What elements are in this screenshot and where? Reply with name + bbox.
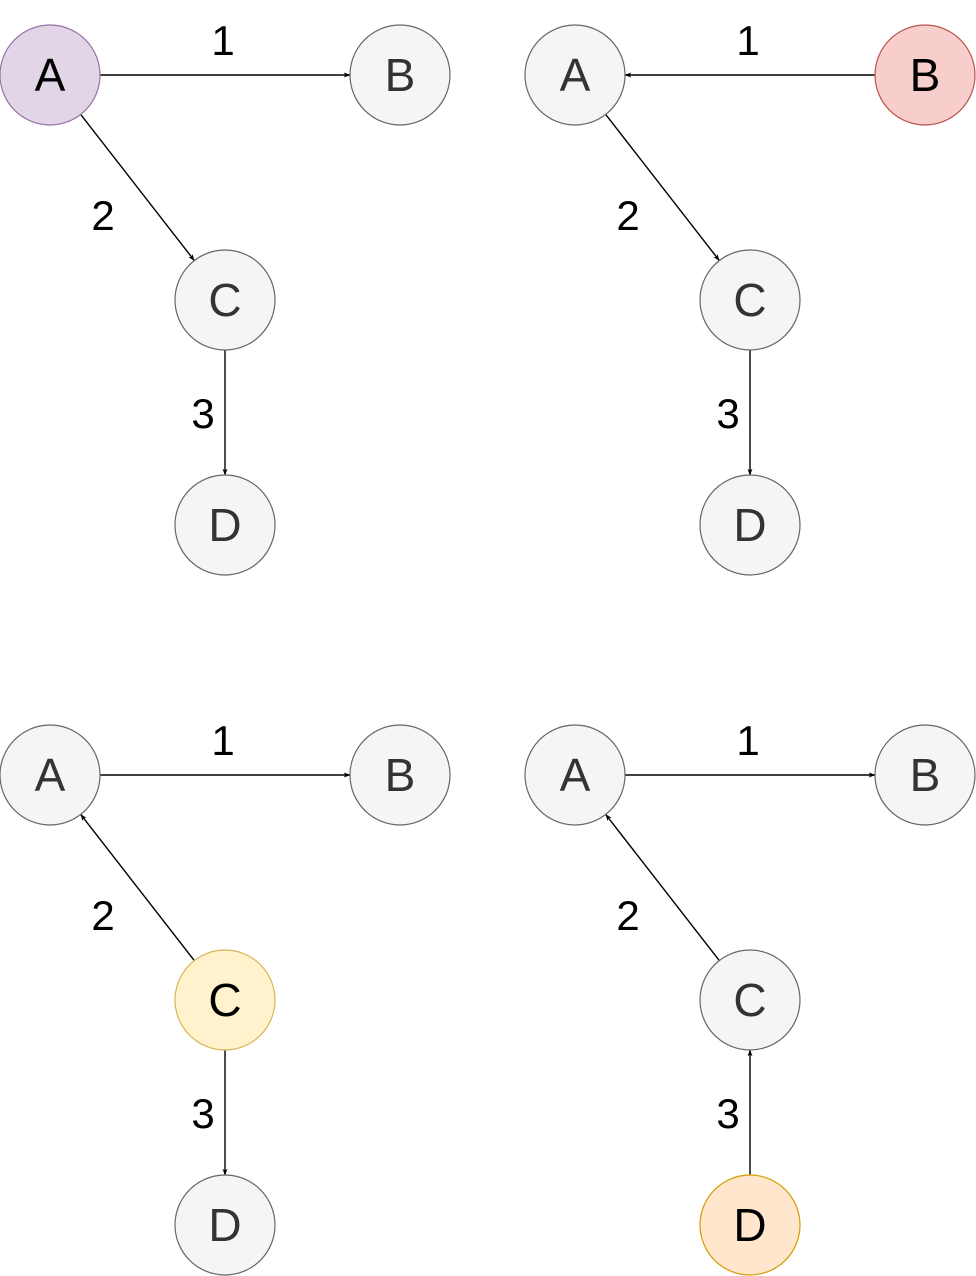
node-a: A bbox=[0, 724, 101, 826]
panel-2: 1 2 3 A B C D bbox=[524, 16, 976, 576]
node-d: D bbox=[174, 474, 276, 576]
node-circle bbox=[699, 949, 801, 1051]
node-label: A bbox=[35, 49, 66, 101]
node-circle bbox=[0, 24, 101, 126]
node-circle bbox=[174, 1174, 276, 1276]
node-circle bbox=[174, 474, 276, 576]
node-circle bbox=[699, 474, 801, 576]
edge-weight-label: 1 bbox=[736, 717, 759, 764]
edge-label-background bbox=[614, 191, 642, 239]
node-b: B bbox=[874, 724, 976, 826]
edge-weight-label: 3 bbox=[191, 390, 214, 437]
node-c: C bbox=[174, 249, 276, 351]
node-a: A bbox=[524, 24, 626, 126]
node-circle bbox=[174, 249, 276, 351]
edge-weight-label: 2 bbox=[616, 192, 639, 239]
node-b: B bbox=[349, 724, 451, 826]
edge-weight-label: 3 bbox=[716, 1090, 739, 1137]
node-label: B bbox=[385, 749, 416, 801]
panel-1: 1 2 3 A B C D bbox=[0, 16, 451, 576]
edge-label-background bbox=[714, 1089, 742, 1137]
node-label: D bbox=[733, 1199, 766, 1251]
edge-weight-label: 3 bbox=[716, 390, 739, 437]
node-a: A bbox=[524, 724, 626, 826]
node-label: B bbox=[910, 49, 941, 101]
edge-label-background bbox=[734, 716, 762, 764]
node-label: D bbox=[208, 1199, 241, 1251]
node-a: A bbox=[0, 24, 101, 126]
node-label: D bbox=[208, 499, 241, 551]
edge-label-background bbox=[209, 16, 237, 64]
edge-label-background bbox=[89, 191, 117, 239]
node-c: C bbox=[699, 249, 801, 351]
edge-c-to-a bbox=[80, 813, 195, 961]
panel-3: 1 2 3 A B C D bbox=[0, 716, 451, 1276]
node-c: C bbox=[174, 949, 276, 1051]
node-circle bbox=[874, 24, 976, 126]
node-circle bbox=[524, 24, 626, 126]
edge-a-to-c bbox=[605, 114, 720, 262]
node-circle bbox=[524, 724, 626, 826]
node-label: A bbox=[560, 49, 591, 101]
edge-a-to-c bbox=[80, 114, 195, 262]
node-b: B bbox=[874, 24, 976, 126]
edge-label-background bbox=[189, 389, 217, 437]
node-circle bbox=[699, 1174, 801, 1276]
edge-weight-label: 2 bbox=[91, 192, 114, 239]
node-label: B bbox=[910, 749, 941, 801]
node-circle bbox=[699, 249, 801, 351]
edge-weight-label: 1 bbox=[211, 717, 234, 764]
node-d: D bbox=[699, 1174, 801, 1276]
edge-weight-label: 3 bbox=[191, 1090, 214, 1137]
node-circle bbox=[349, 24, 451, 126]
edge-c-to-a bbox=[605, 813, 720, 961]
node-label: C bbox=[733, 274, 766, 326]
edge-weight-label: 1 bbox=[736, 17, 759, 64]
panel-4: 1 2 3 A B C D bbox=[524, 716, 976, 1276]
edge-label-background bbox=[734, 16, 762, 64]
edge-label-background bbox=[189, 1089, 217, 1137]
edge-weight-label: 2 bbox=[91, 892, 114, 939]
node-label: C bbox=[208, 974, 241, 1026]
node-circle bbox=[0, 724, 101, 826]
node-c: C bbox=[699, 949, 801, 1051]
node-label: A bbox=[35, 749, 66, 801]
edge-weight-label: 2 bbox=[616, 892, 639, 939]
edge-weight-label: 1 bbox=[211, 17, 234, 64]
node-circle bbox=[174, 949, 276, 1051]
node-label: C bbox=[733, 974, 766, 1026]
edge-label-background bbox=[714, 389, 742, 437]
node-label: C bbox=[208, 274, 241, 326]
node-b: B bbox=[349, 24, 451, 126]
node-circle bbox=[874, 724, 976, 826]
edge-label-background bbox=[89, 891, 117, 939]
node-label: A bbox=[560, 749, 591, 801]
node-label: B bbox=[385, 49, 416, 101]
node-label: D bbox=[733, 499, 766, 551]
edge-label-background bbox=[209, 716, 237, 764]
edge-label-background bbox=[614, 891, 642, 939]
node-d: D bbox=[174, 1174, 276, 1276]
node-circle bbox=[349, 724, 451, 826]
node-d: D bbox=[699, 474, 801, 576]
